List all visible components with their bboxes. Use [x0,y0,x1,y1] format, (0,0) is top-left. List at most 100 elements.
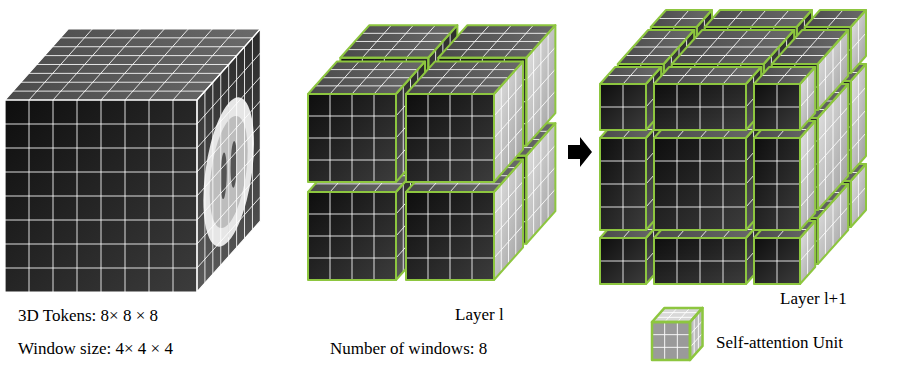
right-face [690,308,703,360]
cube-edge [340,25,457,58]
grid-line [664,322,665,360]
grid-line [754,207,800,208]
grid-line [754,161,800,162]
cube-edge [705,10,812,27]
grid-line [5,172,197,173]
grid-line [421,77,509,78]
front-face [600,84,646,130]
grid-line [654,261,746,262]
grid-line [308,214,396,215]
front-face [308,94,396,182]
cube-edge [851,64,866,173]
cube-edge [5,100,197,292]
cube-edge [805,10,866,27]
grid-line [690,321,703,335]
grid-line [362,33,450,34]
token-count-label: 3D Tokens: 8× 8 × 8 [18,306,158,326]
grid-line [754,107,800,108]
grid-line [754,184,800,185]
grid-line [600,107,646,108]
right-face [526,25,555,146]
grid-line [5,244,197,245]
grid-line [662,75,754,76]
grid-line [656,317,694,318]
grid-line [677,308,690,322]
grid-line [600,184,646,185]
grid-line [833,201,834,247]
grid-line [825,110,826,202]
grid-line [652,347,690,348]
grid-line [60,37,252,38]
cube-edge [652,322,690,360]
grid-line [515,168,516,256]
front-face [5,100,197,292]
cube-edge [690,308,703,360]
grid-line [204,91,205,283]
grid-line [315,183,403,184]
grid-line [413,85,501,86]
grid-line [228,64,229,256]
grid-line [658,18,704,19]
grid-line [687,47,779,48]
grid-line [812,18,858,19]
cube-edge [754,238,800,284]
right-face [851,64,866,173]
grid-line [690,333,703,347]
grid-line [406,236,494,237]
right-face [851,10,866,73]
grid-line [533,50,534,138]
right-face [800,221,815,284]
cube-edge [818,30,848,110]
right-face [800,121,815,230]
grid-line [540,41,541,129]
grid-line [508,176,509,264]
grid-line [677,322,678,360]
grid-line [698,313,699,351]
grid-line [403,184,404,272]
grid-line [654,207,746,208]
front-face [754,84,800,130]
grid-line [858,173,859,219]
grid-line [652,334,690,335]
grid-line [5,196,197,197]
grid-line [453,41,541,42]
cube-edge [851,10,866,73]
grid-line [406,116,494,117]
grid-line [5,148,197,149]
cube-edge [494,61,523,182]
grid-line [807,129,808,221]
grid-line [679,55,771,56]
grid-line [348,49,436,50]
grid-line [315,85,403,86]
cube-edge [754,138,800,230]
grid-line [825,56,826,102]
grid-line [548,131,549,219]
grid-line [795,38,841,39]
grid-line [53,46,245,47]
grid-line [501,184,502,272]
grid-line [825,210,826,256]
grid-line [712,18,804,19]
grid-line [833,101,834,193]
layer-label: Layer l+1 [780,289,847,309]
grid-line [548,33,549,121]
grid-line [45,55,237,56]
grid-line [13,91,205,92]
grid-line [323,77,411,78]
grid-line [608,75,654,76]
window-size-label: Window size: 4× 4 × 4 [18,339,173,359]
front-face [654,84,746,130]
right-face [851,164,866,227]
cube-edge [651,10,712,27]
grid-line [406,258,494,259]
grid-line [694,317,695,355]
grid-line [308,138,396,139]
cube-edge [197,29,260,292]
grid-line [21,82,213,83]
grid-line [508,78,509,166]
token-cube [5,29,260,292]
grid-line [807,229,808,275]
grid-line [833,47,834,93]
grid-line [37,64,229,65]
cube-edge [308,94,396,182]
